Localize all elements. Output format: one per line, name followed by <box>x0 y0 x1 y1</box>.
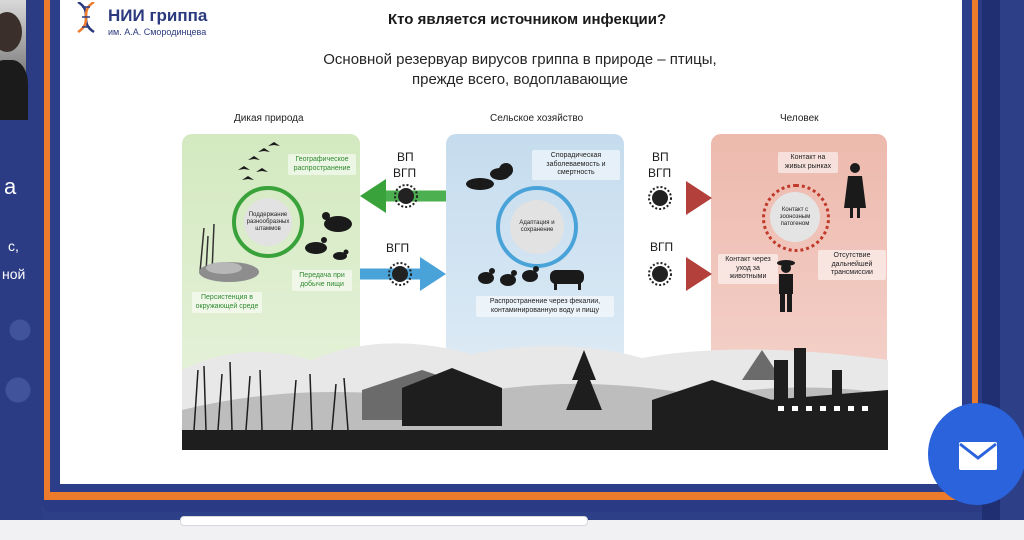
left-panel: а с, ной <box>0 0 42 540</box>
arrow-label-right-bottom-vgp: ВГП <box>650 240 674 254</box>
human-market-label: Контакт на живых рынках <box>778 152 838 173</box>
column-wild: Дикая природа <box>234 113 304 124</box>
wild-geo-label: Географическое распространение <box>288 154 356 175</box>
arrow-label-right-vgp: ВГП <box>648 166 672 180</box>
arrow-farm-to-human-bottom <box>626 257 712 291</box>
farmer-icon <box>777 260 795 312</box>
wild-cycle <box>232 186 304 258</box>
arrow-label-left-vgp: ВГП <box>393 166 417 180</box>
column-human: Человек <box>780 113 819 124</box>
sidebar-text-3: ной <box>2 266 26 282</box>
human-care-label: Контакт через уход за животными <box>718 254 778 284</box>
dna-icon <box>77 2 95 34</box>
puddle-icon <box>199 262 259 282</box>
sidebar-text-1: а <box>4 174 17 199</box>
livestock-icon <box>478 266 584 290</box>
sidebar-text-2: с, <box>8 238 19 254</box>
arrow-farm-to-wild-top <box>360 179 446 213</box>
farm-sporadic-label: Спорадическая заболеваемость и смертност… <box>532 150 620 180</box>
arrow-label-left-vp: ВП <box>397 150 414 164</box>
farm-spread-label: Распространение через фекалии, контамини… <box>476 296 614 317</box>
person-market-icon <box>844 163 866 218</box>
column-farm: Сельское хозяйство <box>490 113 584 124</box>
mail-button[interactable] <box>928 403 1024 505</box>
wild-transfer-label: Передача при добыче пищи <box>292 270 352 291</box>
scroll-handle[interactable] <box>180 516 588 526</box>
human-cycle-label: Контакт с зоонозным патогеном <box>770 192 820 242</box>
slide-title: Кто является источником инфекции? <box>388 11 667 28</box>
wild-persist-label: Персистенция в окружающей среде <box>192 292 262 313</box>
arrow-wild-to-farm-bottom <box>360 257 446 291</box>
right-strip <box>982 0 1000 520</box>
arrow-label-left-bottom-vgp: ВГП <box>386 241 410 255</box>
flying-birds-icon <box>238 142 280 180</box>
wild-cycle-label: Поддержание разнообразных штаммов <box>244 198 292 246</box>
slide-subtitle-line1: Основной резервуар вирусов гриппа в прир… <box>323 51 717 68</box>
slide-subtitle: Основной резервуар вирусов гриппа в прир… <box>290 50 750 90</box>
logo-name: НИИ гриппа <box>108 6 208 25</box>
arrow-label-right-vp: ВП <box>652 150 669 164</box>
dead-bird-icon <box>466 163 513 190</box>
speaker-video <box>0 0 28 120</box>
arrow-farm-to-human-top <box>626 181 712 215</box>
landscape-silhouette <box>182 343 888 450</box>
logo-subtitle: им. А.А. Смородинцева <box>108 27 207 37</box>
waterfowl-icon <box>305 212 352 260</box>
slide-subtitle-line2: прежде всего, водоплавающие <box>412 71 628 88</box>
audience-silhouettes <box>0 300 42 440</box>
human-no-transmission-label: Отсутствие дальнейшей трансмиссии <box>818 250 886 280</box>
farm-cycle-label: Адаптация и сохранение <box>510 200 564 254</box>
mail-icon <box>959 442 997 470</box>
human-cycle <box>762 184 830 252</box>
farm-cycle <box>496 186 578 268</box>
